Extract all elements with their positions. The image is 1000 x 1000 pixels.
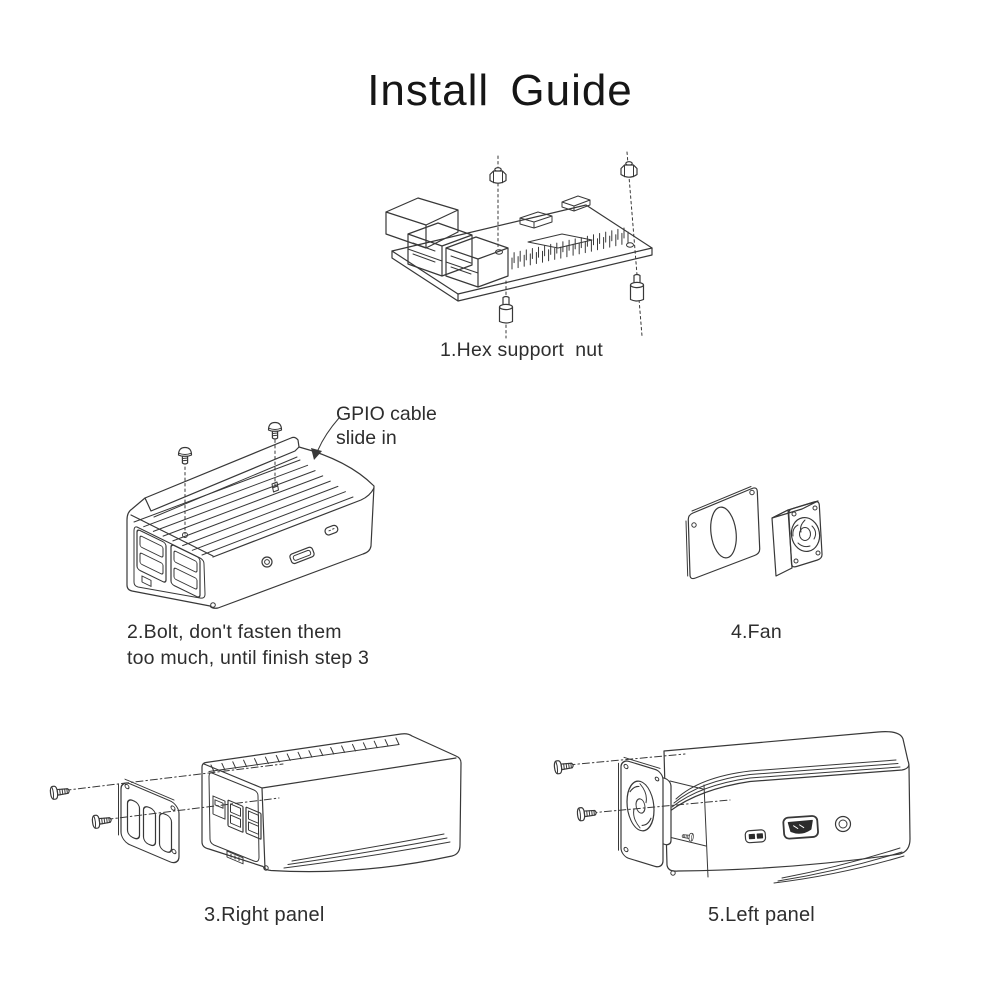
case-body — [201, 733, 462, 873]
fan-hole — [710, 506, 737, 559]
fan-hub — [635, 798, 646, 814]
power-port — [324, 524, 339, 536]
standoff — [498, 295, 514, 324]
gpio-annotation-line2: slide in — [336, 427, 397, 449]
page-title: Install Guide — [367, 66, 633, 115]
hex-nut — [620, 161, 638, 178]
usb-ports — [170, 544, 201, 598]
hdmi-port — [782, 815, 819, 840]
left-panel — [618, 756, 664, 868]
case-body — [663, 731, 911, 884]
ethernet-port — [212, 795, 226, 820]
handle-groove — [773, 847, 905, 884]
standoff — [629, 273, 645, 302]
screw — [553, 758, 575, 775]
guide-line — [567, 753, 686, 766]
right-panel — [118, 778, 180, 864]
hdmi-port — [289, 546, 315, 565]
power-port — [744, 829, 767, 844]
case-foot — [210, 602, 216, 608]
heatsink-case — [126, 436, 375, 609]
audio-jack — [261, 556, 273, 568]
step5-caption: 5.Left panel — [708, 904, 815, 926]
step3-caption: 3.Right panel — [204, 904, 325, 926]
case-foot — [263, 865, 269, 871]
step3-right-panel-illustration — [49, 733, 462, 873]
guide-line — [589, 799, 731, 814]
guide-line — [63, 763, 284, 791]
screw — [576, 805, 598, 822]
guide-line — [105, 797, 280, 820]
step5-left-panel-illustration — [553, 731, 911, 884]
case-foot — [670, 870, 676, 876]
fan-screw — [681, 831, 695, 842]
screw — [49, 783, 71, 801]
usb-ports — [227, 799, 244, 833]
step2-bolt-illustration — [126, 417, 375, 609]
step4-fan-illustration — [685, 486, 823, 580]
annotation-arrow — [311, 417, 340, 460]
step1-caption: 1.Hex support nut — [440, 339, 603, 361]
gpio-annotation-line1: GPIO cable — [336, 403, 437, 425]
bolt-post — [271, 481, 279, 493]
usb-ports — [245, 806, 262, 840]
fan — [771, 500, 823, 577]
fan-plate — [685, 486, 761, 580]
usb-ports — [136, 529, 167, 583]
screw — [91, 812, 113, 830]
fan-hub — [799, 527, 811, 541]
circuit-board — [385, 195, 653, 302]
hex-nut — [489, 167, 507, 184]
handle-groove — [283, 833, 451, 869]
bolt — [177, 446, 193, 465]
audio-jack — [834, 815, 852, 833]
bolt — [267, 421, 283, 440]
step4-caption: 4.Fan — [731, 621, 782, 643]
step1-hex-nut-illustration — [385, 151, 653, 339]
fan-opening — [626, 780, 655, 832]
